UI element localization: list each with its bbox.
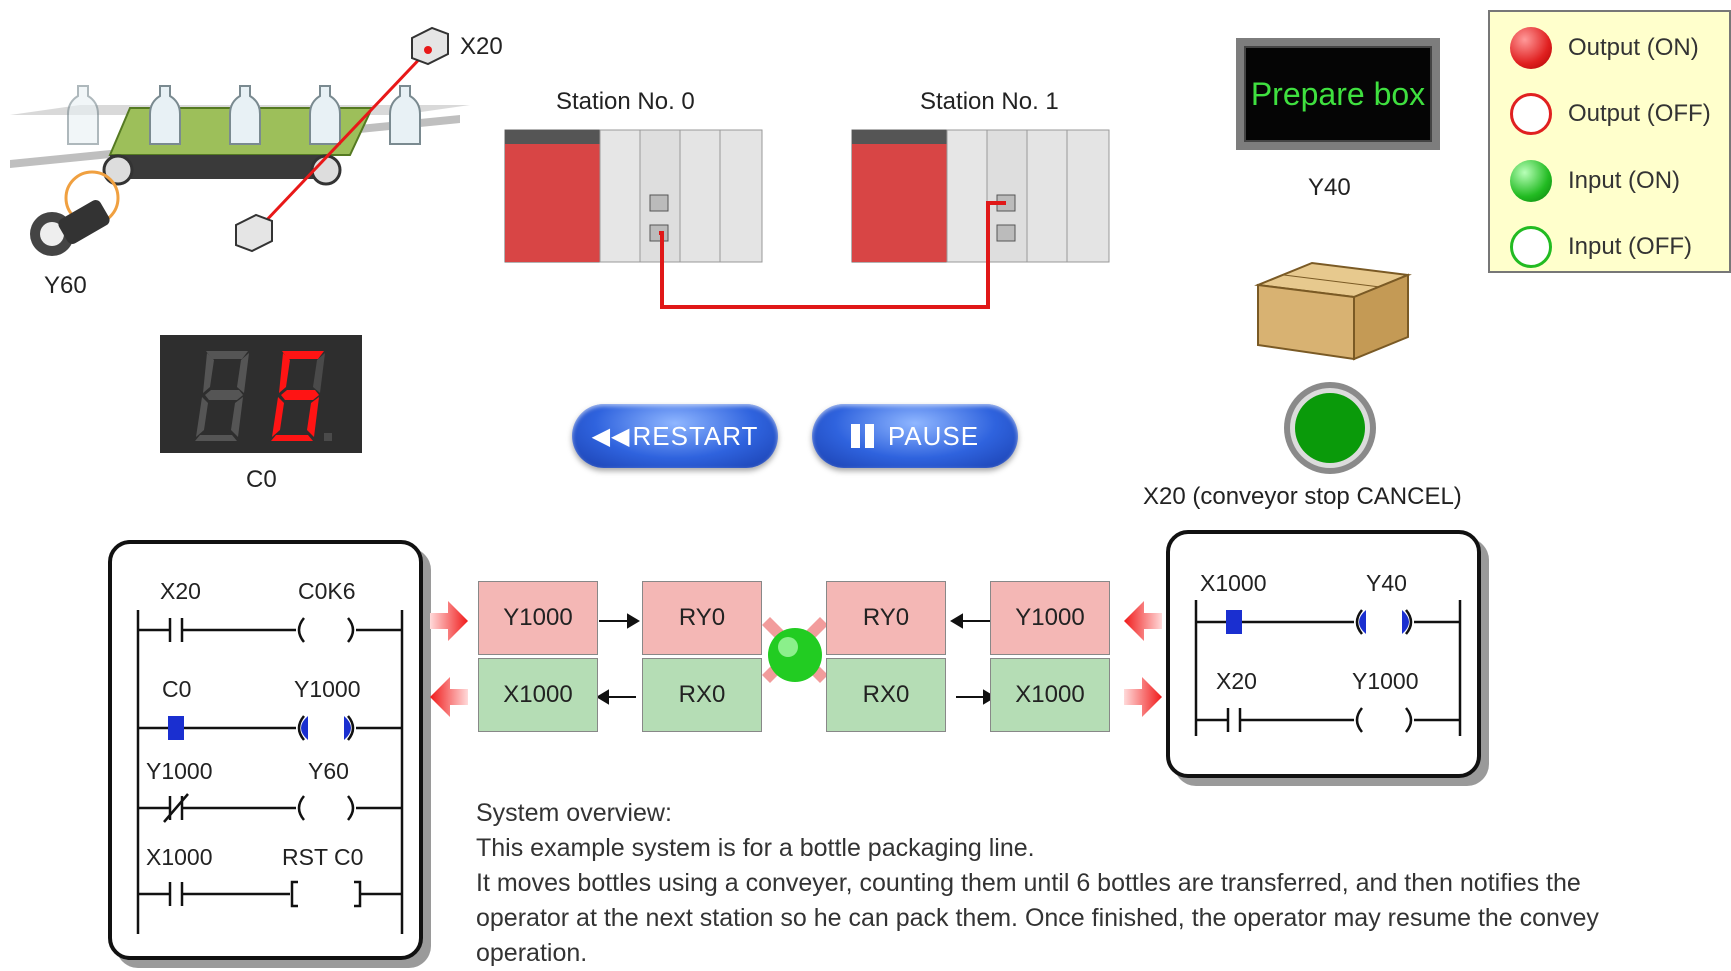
st0-y1000-cell: Y1000 (478, 581, 598, 655)
st1-y1000-cell: Y1000 (990, 581, 1110, 655)
sensor-x20-icon (411, 26, 449, 66)
segment-f (279, 353, 290, 393)
segment-f (203, 353, 214, 393)
stop-button-label: X20 (conveyor stop CANCEL) (1143, 483, 1462, 510)
st0-x1000-cell: X1000 (478, 658, 598, 732)
legend-item-input-on: Input (ON) (1510, 156, 1680, 206)
rung-1-contact: X20 (160, 578, 201, 604)
rung-2-coil: Y1000 (294, 676, 361, 702)
segment-d (271, 435, 313, 441)
overview-line-3: operator at the next station so he can p… (476, 904, 1599, 932)
display-label: Y40 (1308, 174, 1351, 201)
rung-4-coil: RST C0 (282, 844, 364, 870)
segment-b (313, 353, 325, 393)
c0-contact-on-icon (168, 716, 184, 740)
segment-a (206, 351, 248, 359)
st0-rx0-cell: RX0 (642, 658, 762, 732)
conveyor-illustration (10, 26, 470, 256)
right-rung-1-contact: X1000 (1200, 570, 1267, 596)
legend-item-output-off: Output (OFF) (1510, 89, 1711, 139)
right-rung-2-contact: X20 (1216, 668, 1257, 694)
overview-line-2: It moves bottles using a conveyer, count… (476, 869, 1581, 897)
right-rung-2-coil: Y1000 (1352, 668, 1419, 694)
output-on-icon (1510, 27, 1552, 69)
segment-e (272, 397, 284, 437)
st1-x1000-cell: X1000 (990, 658, 1110, 732)
rung-2-contact: C0 (162, 676, 192, 702)
y1000-coil-on-icon (301, 716, 308, 740)
segment-b (237, 353, 249, 393)
output-off-icon (1510, 93, 1552, 135)
decimal-point (324, 433, 332, 441)
rung-4-contact: X1000 (146, 844, 213, 870)
overview-line-1: This example system is for a bottle pack… (476, 834, 1035, 862)
segment-e (196, 397, 208, 437)
segment-g (281, 390, 319, 400)
ladder-station-1: X1000 Y40 X20 Y1000 (1166, 530, 1481, 778)
station-0-label: Station No. 0 (556, 88, 695, 115)
segment-g (205, 390, 243, 400)
plc-network (504, 129, 1110, 309)
conveyor-stop-cancel-button[interactable] (1282, 380, 1378, 476)
segment-a (282, 351, 324, 359)
system-overview: System overview: This example system is … (476, 796, 1731, 971)
station-1-label: Station No. 1 (920, 88, 1059, 115)
motor-label: Y60 (44, 272, 87, 299)
cardboard-box-icon (1254, 261, 1412, 361)
legend-panel: Output (ON) Output (OFF) Input (ON) Inpu… (1488, 10, 1731, 273)
pause-button[interactable]: PAUSE (812, 404, 1018, 468)
transfer-arrows (430, 601, 1162, 717)
legend-item-input-off: Input (OFF) (1510, 222, 1692, 272)
segment-c (307, 397, 319, 437)
segment-c (231, 397, 243, 437)
rewind-icon: ◀◀ (591, 422, 631, 450)
restart-button[interactable]: ◀◀ RESTART (572, 404, 778, 468)
display-text: Prepare box (1244, 46, 1432, 142)
input-on-icon (1510, 160, 1552, 202)
overview-heading: System overview: (476, 799, 672, 827)
pause-icon (850, 424, 874, 448)
sensor-label: X20 (460, 33, 503, 60)
input-off-icon (1510, 226, 1552, 268)
st1-ry0-cell: RY0 (826, 581, 946, 655)
segment-d (195, 435, 237, 441)
counter-label: C0 (246, 466, 277, 493)
y40-coil-on-icon (1359, 610, 1366, 634)
plc-station-0-icon (504, 129, 763, 263)
st1-rx0-cell: RX0 (826, 658, 946, 732)
counter-tens-digit (195, 351, 249, 441)
st0-ry0-cell: RY0 (642, 581, 762, 655)
motor-y60-icon (30, 170, 120, 256)
rung-1-coil: C0K6 (298, 578, 356, 604)
counter-display (160, 335, 362, 453)
link-status-icon (768, 628, 822, 682)
legend-item-output-on: Output (ON) (1510, 23, 1699, 73)
plc-station-1-icon (851, 129, 1110, 263)
x1000-contact-on-icon (1226, 610, 1242, 634)
rung-3-coil: Y60 (308, 758, 349, 784)
right-rung-1-coil: Y40 (1366, 570, 1407, 596)
overview-line-4: operation. (476, 939, 588, 967)
ladder-station-0: X20 C0K6 C0 Y1000 Y1000 Y60 X1000 RST C0 (108, 540, 423, 960)
prepare-box-display: Prepare box (1236, 38, 1440, 150)
counter-ones-digit (271, 351, 332, 441)
rung-3-contact: Y1000 (146, 758, 213, 784)
